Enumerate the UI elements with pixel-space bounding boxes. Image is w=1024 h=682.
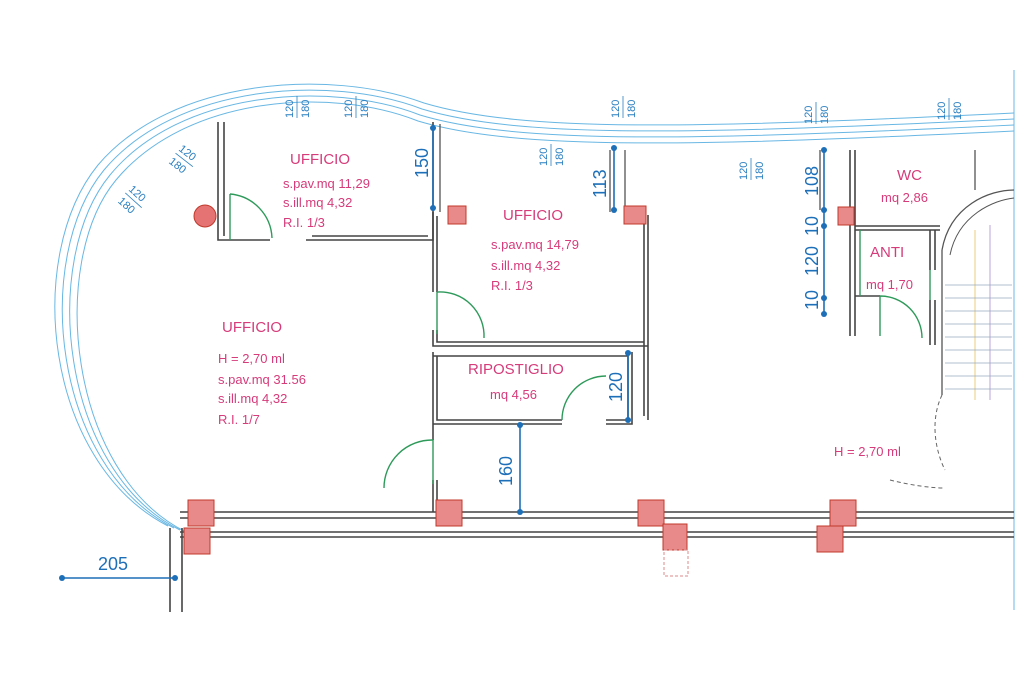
room-window-area: s.ill.mq 4,32 <box>218 391 287 406</box>
room-floor-area: s.pav.mq 11,29 <box>283 176 370 191</box>
room-window-area: s.ill.mq 4,32 <box>491 258 560 273</box>
window-mark: 120 180 <box>538 144 566 166</box>
structural-pillars <box>183 204 857 577</box>
room-area: mq 4,56 <box>490 387 537 402</box>
room-anti: ANTI mq 1,70 <box>866 244 913 292</box>
room-office-top: UFFICIO s.pav.mq 11,29 s.ill.mq 4,32 R.I… <box>283 151 370 230</box>
dim-120-storage: 120 <box>606 372 626 402</box>
svg-text:120: 120 <box>738 162 750 180</box>
room-ratio: R.I. 1/7 <box>218 412 260 427</box>
room-ratio: R.I. 1/3 <box>491 278 533 293</box>
svg-text:180: 180 <box>554 148 566 166</box>
svg-text:180: 180 <box>754 162 766 180</box>
corridor-height-label: H = 2,70 ml <box>834 444 901 459</box>
dim-160: 160 <box>496 456 516 486</box>
window-mark: 120 180 <box>166 143 198 176</box>
svg-text:180: 180 <box>626 100 638 118</box>
dim-108: 108 <box>802 166 822 196</box>
room-name: RIPOSTIGLIO <box>468 361 564 378</box>
curved-outer-wall <box>54 83 1015 533</box>
room-height: H = 2,70 ml <box>218 351 285 366</box>
room-window-area: s.ill.mq 4,32 <box>283 195 352 210</box>
room-name: WC <box>897 167 922 184</box>
corridor-height: H = 2,70 ml <box>834 444 901 459</box>
dim-113: 113 <box>590 169 610 198</box>
window-mark: 120 180 <box>284 96 312 118</box>
svg-text:120: 120 <box>538 148 550 166</box>
room-wc: WC mq 2,86 <box>881 167 928 205</box>
doors <box>229 193 931 489</box>
dim-150: 150 <box>412 148 432 178</box>
room-area: mq 2,86 <box>881 190 928 205</box>
staircase <box>889 189 1015 489</box>
window-mark: 120 180 <box>610 96 638 118</box>
window-mark: 120 180 <box>936 98 964 120</box>
room-name: UFFICIO <box>503 207 563 224</box>
svg-text:120: 120 <box>284 100 296 118</box>
svg-text:180: 180 <box>819 106 831 124</box>
svg-text:180: 180 <box>952 102 964 120</box>
room-office-large: UFFICIO H = 2,70 ml s.pav.mq 31.56 s.ill… <box>218 319 306 427</box>
svg-text:180: 180 <box>300 100 312 118</box>
room-ratio: R.I. 1/3 <box>283 215 325 230</box>
window-mark: 120 180 <box>803 102 831 124</box>
dim-10-top: 10 <box>802 216 822 236</box>
window-mark: 120 180 <box>343 96 371 118</box>
svg-text:120: 120 <box>343 100 355 118</box>
svg-text:180: 180 <box>359 100 371 118</box>
room-floor-area: s.pav.mq 14,79 <box>491 237 579 252</box>
dimension-lines <box>59 125 827 581</box>
window-marks: 120 180 120 180 120 180 120 180 120 180 … <box>115 96 964 216</box>
dim-120-mid: 120 <box>802 246 822 276</box>
svg-text:120: 120 <box>936 102 948 120</box>
window-mark: 120 180 <box>115 183 147 216</box>
room-floor-area: s.pav.mq 31.56 <box>218 372 306 387</box>
dimension-labels: 150 113 108 10 120 10 120 160 205 <box>98 148 822 574</box>
room-name: ANTI <box>870 244 904 261</box>
window-mark: 120 180 <box>738 158 766 180</box>
svg-text:120: 120 <box>803 106 815 124</box>
svg-text:120: 120 <box>610 100 622 118</box>
room-name: UFFICIO <box>290 151 350 168</box>
dim-10-bottom: 10 <box>802 290 822 310</box>
room-storage: RIPOSTIGLIO mq 4,56 <box>468 361 564 402</box>
room-office-mid: UFFICIO s.pav.mq 14,79 s.ill.mq 4,32 R.I… <box>491 207 579 293</box>
dim-205: 205 <box>98 554 128 574</box>
room-name: UFFICIO <box>222 319 282 336</box>
room-area: mq 1,70 <box>866 277 913 292</box>
